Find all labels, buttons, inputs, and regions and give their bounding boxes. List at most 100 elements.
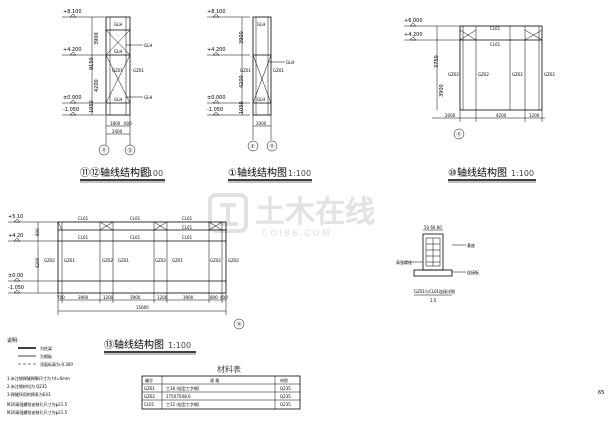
axis-bubble: ⑪ (270, 143, 275, 150)
axis-bubble: ⑫ (128, 147, 133, 154)
watermark: 土木在线 COI88.COM (208, 193, 375, 239)
level-text: +5.10 (8, 214, 23, 220)
member-label: GLH (257, 97, 265, 102)
view-3-scale: 1:100 (511, 169, 534, 178)
dim-text: 4200 (35, 257, 40, 268)
level-marks-v1: +8.100 +4.200 ±0.000 -1.050 (62, 9, 105, 116)
legend: 说明: 为柱梁 为钢板 顶面标高为-0.300 (7, 337, 73, 367)
member-label: GZ01 (133, 68, 144, 73)
material-table-title: 材料表 (217, 364, 241, 374)
member-label: GZ02 (544, 72, 555, 77)
view-2-diagram: +8.100 +4.200 ±0.000 -1.050 4200 3900 10… (207, 9, 294, 152)
level-text: -1.050 (8, 285, 24, 291)
axis-bubble: ① (251, 144, 256, 150)
dim-text: 2400 (112, 129, 123, 134)
note-line: M20高强螺栓安装孔尺寸为φ21.5 (7, 401, 68, 407)
member-label: GZ01 (64, 258, 75, 263)
view-3-title: ⑩轴线结构图 (448, 166, 507, 179)
dim-chain-v3: 3750 3900 (434, 26, 445, 110)
member-label: CL01 (182, 225, 193, 230)
dim-text: 1200 (529, 113, 540, 118)
dim-text: 600 (124, 121, 132, 126)
material-table: 材料表 编号 规 格 材质 GZ01 工18 (轻型工字钢) Q235 GZ02… (141, 364, 301, 410)
view-2-title: ①轴线结构图 (228, 166, 287, 179)
level-marks-v4: +5.10 +4.20 ±0.00 -1.050 (8, 214, 58, 294)
member-label: GZ02 (448, 72, 459, 77)
axis-bubble: ⑪ (102, 147, 107, 154)
level-text: +4.200 (63, 47, 82, 53)
dim-text: 3900 (94, 32, 100, 45)
detail-label: 基座 (467, 242, 475, 248)
dim-text: 900 (35, 228, 40, 236)
level-text: +4.20 (8, 233, 23, 239)
table-header: 规 格 (210, 377, 219, 383)
general-notes: 1:未注钢焊缝焊脚尺寸为 hf=6mm 2:未注钢材均为 Q235 3:焊缝所用… (7, 375, 70, 415)
member-label: GLH (114, 97, 122, 102)
level-marks-v3: +6.000 +4.200 (404, 18, 460, 41)
view-4-diagram: +5.10 +4.20 ±0.00 -1.050 900 4200 (8, 214, 245, 355)
legend-item: 为钢板 (40, 353, 52, 359)
member-label: CL01 (490, 26, 501, 31)
dim-text: 3900 (78, 295, 89, 300)
view-4-scale: 1:100 (168, 341, 191, 350)
member-label: GZ02 (210, 258, 221, 263)
level-text: +4.200 (207, 47, 226, 53)
table-cell: 175X75X8.0 (166, 394, 191, 399)
note-line: 3:焊缝所用的焊条为E43 (7, 391, 51, 397)
member-label: GZ02 (155, 258, 166, 263)
table-header: 材质 (280, 377, 288, 383)
member-label: GLH (114, 22, 122, 27)
detail-label: 高强螺栓 (396, 259, 412, 265)
dim-text: 4200 (496, 113, 507, 118)
dim-text: 2000 (445, 113, 456, 118)
view-3-diagram: +6.000 +4.200 3750 3900 CL01 CL01 GZ02 G… (404, 18, 555, 140)
dim-text: 400 (220, 295, 228, 300)
connection-detail: 50 60 60 基座 连接板 高强螺栓 GZ01与CL01连接详图 1:5 (396, 225, 479, 303)
view-2-scale: 1:100 (288, 169, 311, 178)
watermark-main-text: 土木在线 (255, 195, 375, 230)
member-label: GLH (257, 22, 265, 27)
level-text: +6.000 (404, 18, 423, 24)
member-label: GZ01 (112, 68, 123, 73)
frame-v2: GZ01 GZ01 GLH GLH GLH (240, 16, 294, 116)
dim-text: 3750 (434, 55, 440, 68)
legend-heading: 说明: (7, 337, 19, 344)
detail-label: 连接板 (467, 269, 479, 275)
dim-text: 3900 (183, 295, 194, 300)
dim-bottom-v2: 2000 ① ⑪ (247, 115, 278, 152)
dim-text: 800 (210, 295, 218, 300)
frame-v1: GZ01 GZ01 GLH GLH GLH GLH GLH (105, 16, 152, 116)
dim-text: 1200 (103, 295, 114, 300)
level-text: ±0.000 (63, 95, 82, 101)
dim-bottom-v3: 2000 4200 1200 ⑪ (432, 110, 545, 140)
detail-scale: 1:5 (430, 298, 437, 303)
legend-item: 顶面标高为-0.300 (40, 361, 73, 367)
member-label: CL01 (78, 216, 89, 221)
svg-text:50 60 60: 50 60 60 (424, 225, 442, 230)
note-line: 1:未注钢焊缝焊脚尺寸为 hf=6mm (7, 375, 70, 381)
view-1-diagram: +8.100 +4.200 ±0.000 -1.050 9150 1050 42… (62, 9, 152, 156)
legend-item: 为柱梁 (40, 345, 52, 351)
level-text: -1.050 (63, 107, 79, 113)
dim-text: 700 (57, 295, 65, 300)
dim-text: 3900 (130, 295, 141, 300)
member-label: CL01 (490, 42, 501, 47)
level-text: +8.100 (207, 9, 226, 15)
dim-text: 2000 (256, 121, 267, 126)
member-label: GZ01 (172, 258, 183, 263)
table-cell: 工12 (轻型工字钢) (166, 401, 200, 407)
dim-bottom-v4: 700 3900 1200 3900 1200 3900 800 400 156… (57, 293, 245, 330)
watermark-sub-text: COI88.COM (262, 229, 331, 239)
member-label: CL01 (182, 216, 193, 221)
member-label: GZ01 (118, 258, 129, 263)
level-text: ±0.00 (8, 273, 23, 279)
table-cell: CL01 (144, 402, 155, 407)
axis-bubble: ⑪ (457, 131, 462, 138)
table-cell: 工18 (轻型工字钢) (166, 385, 200, 391)
member-label: GZ02 (512, 72, 523, 77)
dim-text: 3900 (239, 31, 245, 44)
member-label: CL01 (78, 235, 89, 240)
note-label: GLH (286, 60, 294, 65)
member-label: CL01 (182, 235, 193, 240)
